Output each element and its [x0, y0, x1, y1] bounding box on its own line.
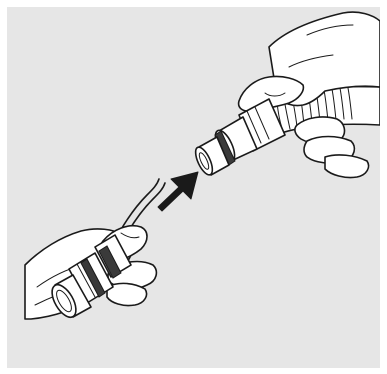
- connection-illustration: [7, 7, 380, 368]
- lower-hand-with-adapter: [25, 179, 165, 321]
- illustration-panel: [7, 7, 380, 368]
- upper-hand-with-tube: [192, 12, 380, 177]
- tube-connector: [192, 99, 285, 177]
- insert-arrow-icon: [158, 172, 198, 211]
